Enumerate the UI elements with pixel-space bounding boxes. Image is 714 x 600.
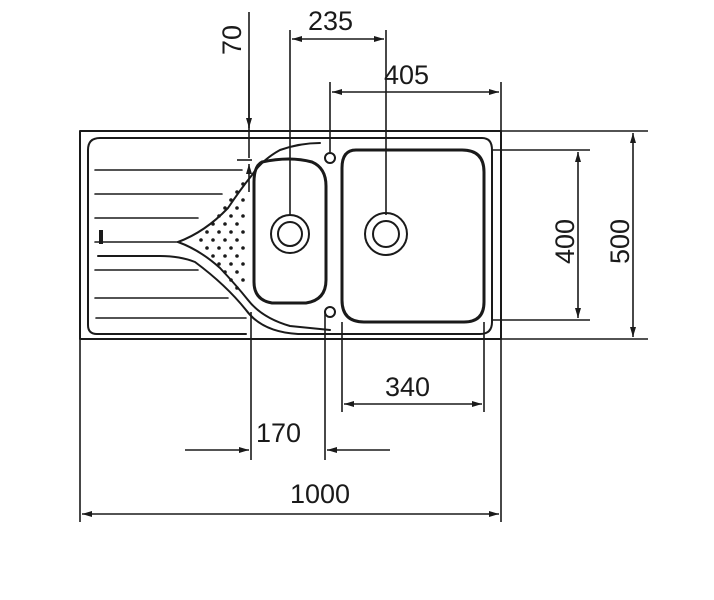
- main-bowl-drain-outer: [364, 212, 408, 256]
- small-bowl-drain-inner: [277, 221, 303, 247]
- label-1000: 1000: [290, 479, 350, 509]
- extension-lines: [79, 12, 648, 522]
- drainer-grooves: [94, 169, 247, 319]
- label-400: 400: [550, 219, 580, 264]
- label-405: 405: [384, 60, 429, 90]
- tap-hole-bottom: [324, 306, 336, 318]
- main-bowl-drain-inner: [372, 220, 400, 248]
- tap-hole-top: [324, 152, 336, 164]
- main-bowl: [340, 148, 486, 324]
- label-235: 235: [308, 6, 353, 36]
- label-340: 340: [385, 372, 430, 402]
- dimension-labels: 1000 340 170 235 405 400 500 70: [217, 6, 635, 509]
- label-70: 70: [217, 25, 247, 55]
- small-bowl-drain-outer: [270, 214, 310, 254]
- dimension-lines: [82, 36, 636, 517]
- drainer-holes: [199, 182, 245, 290]
- label-500: 500: [605, 219, 635, 264]
- label-170: 170: [256, 418, 301, 448]
